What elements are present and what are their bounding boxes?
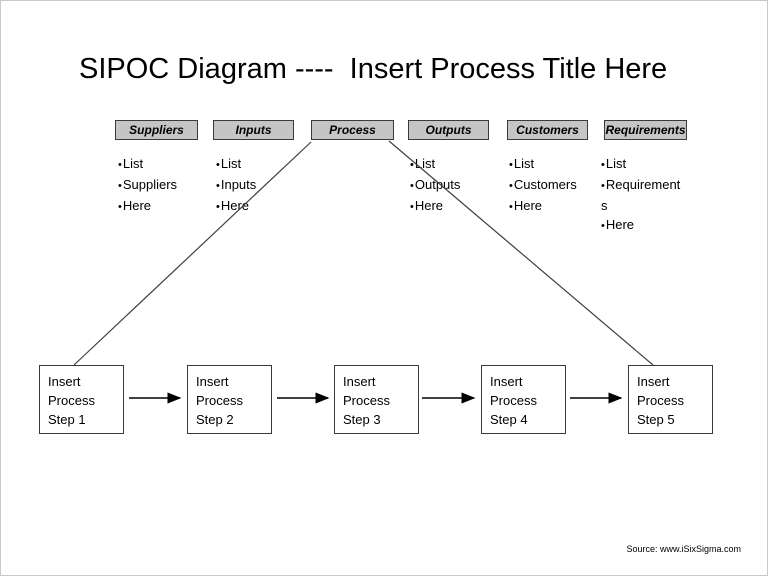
bullet-item: Here: [410, 196, 495, 217]
column-header-label: Process: [329, 123, 376, 137]
process-step-box-4: Insert Process Step 4: [481, 365, 566, 434]
column-header-label: Suppliers: [129, 123, 184, 137]
column-header-label: Inputs: [235, 123, 272, 137]
bullet-item: Requirements: [601, 175, 685, 215]
bullet-item: List: [410, 154, 495, 175]
source-attribution: Source: www.iSixSigma.com: [626, 544, 741, 554]
column-header-suppliers: Suppliers: [115, 120, 198, 140]
bullet-list-outputs: ListOutputsHere: [410, 154, 495, 217]
bullet-item: Inputs: [216, 175, 301, 196]
bullet-item: List: [601, 154, 685, 175]
diagram-title: SIPOC Diagram ---- Insert Process Title …: [79, 53, 668, 85]
column-header-inputs: Inputs: [213, 120, 294, 140]
bullet-item: Here: [509, 196, 594, 217]
bullet-list-customers: ListCustomersHere: [509, 154, 594, 217]
column-header-process: Process: [311, 120, 394, 140]
bullet-item: Here: [601, 215, 685, 236]
bullet-list-suppliers: ListSuppliersHere: [118, 154, 203, 217]
column-header-label: Customers: [516, 123, 579, 137]
process-step-box-1: Insert Process Step 1: [39, 365, 124, 434]
bullet-list-inputs: ListInputsHere: [216, 154, 301, 217]
process-step-box-5: Insert Process Step 5: [628, 365, 713, 434]
column-header-outputs: Outputs: [408, 120, 489, 140]
column-header-customers: Customers: [507, 120, 588, 140]
bullet-list-requirements: ListRequirementsHere: [601, 154, 685, 236]
bullet-item: Suppliers: [118, 175, 203, 196]
column-header-label: Requirements: [605, 123, 686, 137]
bullet-item: Here: [118, 196, 203, 217]
bullet-item: List: [509, 154, 594, 175]
bullet-item: Outputs: [410, 175, 495, 196]
process-step-box-3: Insert Process Step 3: [334, 365, 419, 434]
process-step-box-2: Insert Process Step 2: [187, 365, 272, 434]
bullet-item: List: [216, 154, 301, 175]
bullet-item: Here: [216, 196, 301, 217]
bullet-item: Customers: [509, 175, 594, 196]
bullet-item: List: [118, 154, 203, 175]
column-header-requirements: Requirements: [604, 120, 687, 140]
column-header-label: Outputs: [425, 123, 472, 137]
